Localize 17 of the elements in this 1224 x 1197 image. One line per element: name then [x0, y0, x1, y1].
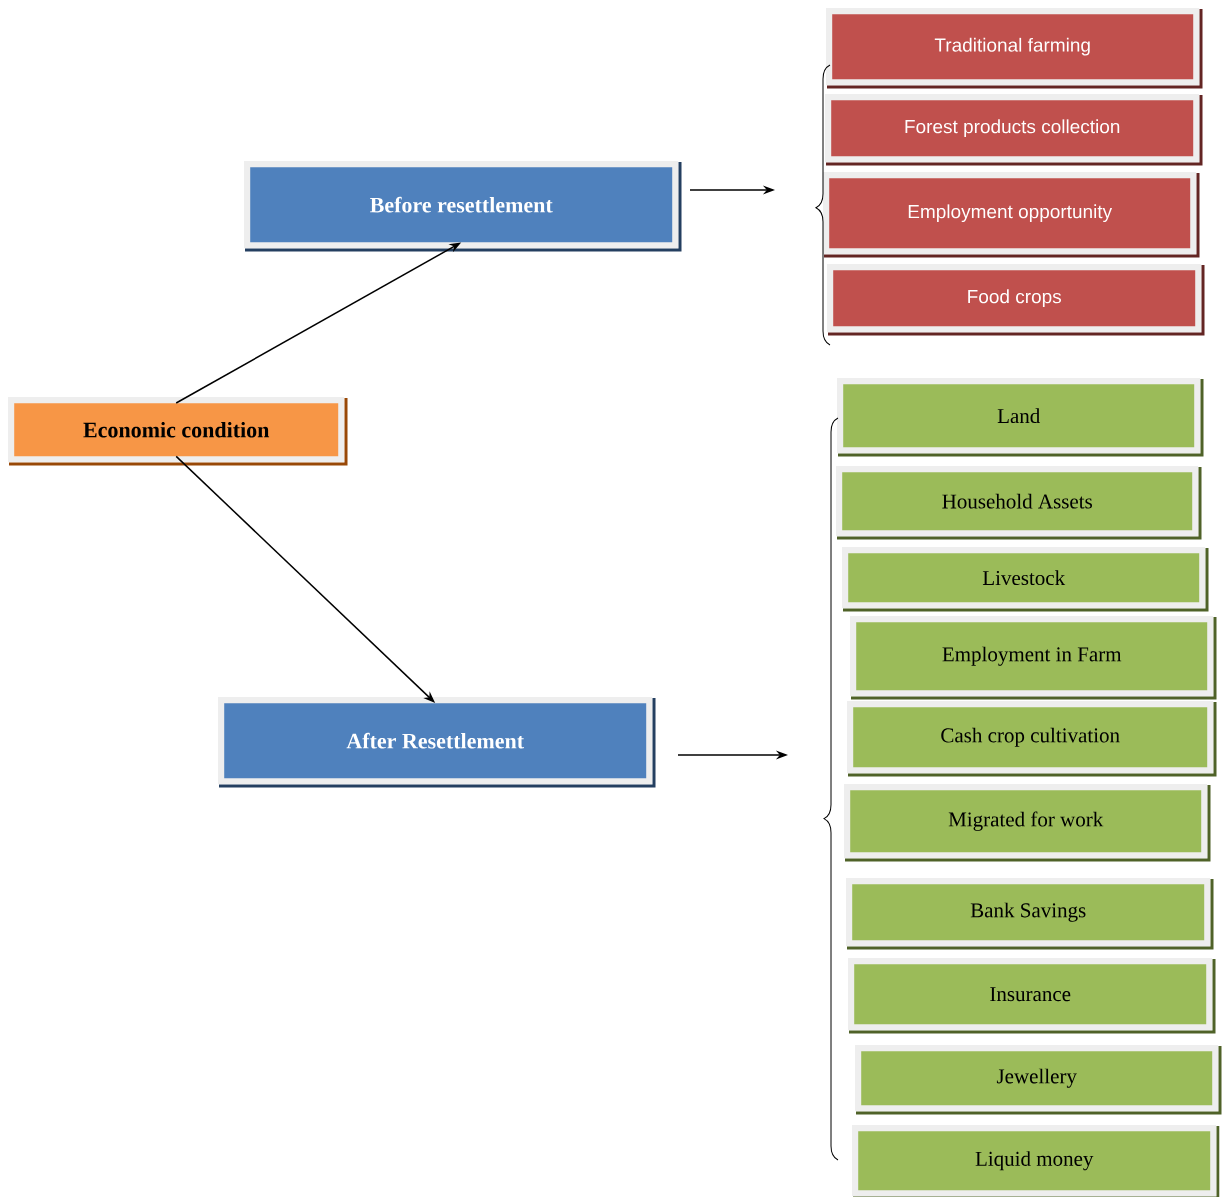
item-box: Food crops [827, 264, 1205, 336]
item-box: Migrated for work [844, 784, 1211, 862]
item-box: Land [837, 378, 1204, 457]
item-box: Household Assets [836, 466, 1202, 540]
item-box: Jewellery [855, 1045, 1222, 1115]
category-box: After Resettlement [218, 697, 656, 788]
item-box: Cash crop cultivation [847, 701, 1217, 777]
item-box: Forest products collection [825, 94, 1203, 166]
label-box: Economic condition [8, 397, 348, 466]
category-box: Before resettlement [244, 161, 682, 252]
item-box: Traditional farming [826, 8, 1203, 89]
item-box: Livestock [842, 547, 1209, 612]
item-box: Employment in Farm [850, 616, 1217, 700]
item-box: Insurance [848, 958, 1216, 1034]
item-box: Bank Savings [846, 878, 1214, 950]
item-box: Liquid money [852, 1125, 1220, 1197]
item-box: Employment opportunity [823, 172, 1200, 258]
